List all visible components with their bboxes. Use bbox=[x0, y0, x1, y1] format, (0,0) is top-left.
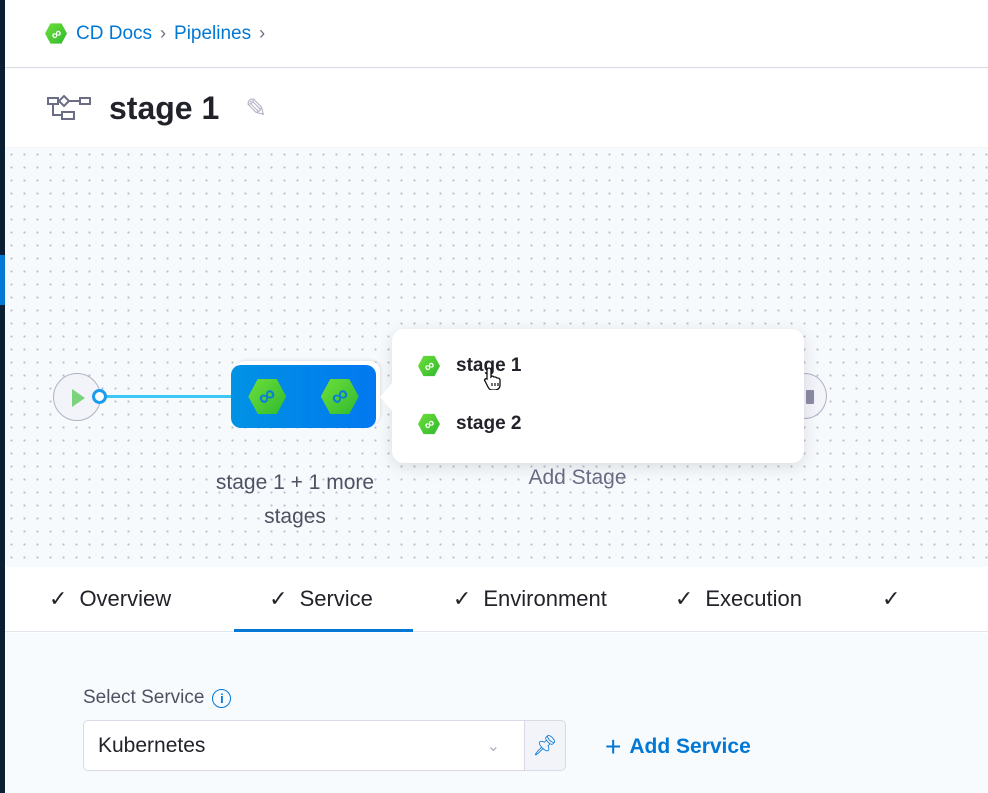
select-service-label: Select Service i bbox=[83, 687, 232, 709]
add-service-label: Add Service bbox=[629, 735, 751, 758]
stage-title-bar: stage 1 ✎ bbox=[5, 69, 988, 147]
sidebar-active-indicator bbox=[0, 255, 5, 305]
check-icon: ✓ bbox=[674, 586, 694, 611]
add-stage-label[interactable]: Add Stage bbox=[528, 466, 627, 489]
page-title: stage 1 bbox=[109, 89, 220, 126]
popover-item-label: stage 1 bbox=[456, 355, 522, 376]
tab-execution[interactable]: ✓ Execution bbox=[675, 567, 802, 631]
stage-group-node[interactable] bbox=[231, 365, 376, 428]
tab-overview[interactable]: ✓ Overview bbox=[49, 567, 171, 631]
hand-cursor-icon bbox=[483, 367, 501, 390]
plus-icon: + bbox=[605, 731, 622, 762]
check-icon: ✓ bbox=[269, 586, 288, 611]
tab-label: Execution bbox=[705, 586, 802, 611]
info-icon[interactable]: i bbox=[212, 688, 232, 708]
stage-group-popover: stage 1 stage 2 bbox=[380, 329, 804, 463]
service-panel: Select Service i Kubernetes ⌄ 📌︎ + Add Serv… bbox=[5, 633, 988, 793]
service-select-value: Kubernetes bbox=[98, 733, 206, 757]
tab-next[interactable]: ✓ bbox=[882, 567, 912, 631]
stage-tabs: ✓ Overview ✓ Service ✓ Environment ✓ Executi… bbox=[5, 567, 988, 632]
chevron-down-icon: ⌄ bbox=[486, 737, 500, 755]
popover-item-stage-2[interactable]: stage 2 bbox=[418, 413, 521, 435]
pin-icon[interactable]: 📌︎ bbox=[524, 720, 566, 771]
stage-icon bbox=[320, 379, 359, 414]
stage-group-label: stage 1 + 1 more stages bbox=[215, 471, 375, 528]
check-icon: ✓ bbox=[881, 586, 901, 611]
tab-label: Environment bbox=[483, 586, 607, 611]
connector-line bbox=[106, 395, 233, 398]
stage-icon bbox=[418, 413, 440, 435]
add-service-button[interactable]: + Add Service bbox=[605, 731, 751, 763]
cd-module-icon bbox=[45, 23, 67, 44]
stage-icon bbox=[418, 355, 440, 377]
tab-label: Service bbox=[299, 586, 373, 611]
app-sidebar-strip bbox=[0, 0, 5, 793]
pipeline-stage-icon bbox=[47, 95, 91, 120]
chevron-right-icon: › bbox=[160, 23, 167, 43]
popover-item-stage-1[interactable]: stage 1 bbox=[418, 355, 521, 377]
edit-pencil-icon[interactable]: ✎ bbox=[245, 92, 268, 123]
service-select[interactable]: Kubernetes ⌄ bbox=[83, 720, 525, 771]
label-text: Select Service bbox=[83, 687, 205, 708]
tab-service[interactable]: ✓ Service bbox=[234, 567, 413, 632]
popover-item-label: stage 2 bbox=[456, 413, 522, 434]
stage-icon bbox=[248, 379, 287, 414]
tab-label: Overview bbox=[79, 586, 172, 611]
breadcrumb-cd-docs[interactable]: CD Docs bbox=[76, 22, 153, 44]
check-icon: ✓ bbox=[49, 586, 68, 611]
chevron-right-icon: › bbox=[259, 23, 266, 43]
breadcrumb-pipelines[interactable]: Pipelines bbox=[174, 22, 252, 44]
tab-environment[interactable]: ✓ Environment bbox=[453, 567, 607, 631]
connector-port[interactable] bbox=[92, 389, 107, 404]
check-icon: ✓ bbox=[452, 586, 472, 611]
breadcrumb: CD Docs › Pipelines › bbox=[5, 0, 988, 68]
